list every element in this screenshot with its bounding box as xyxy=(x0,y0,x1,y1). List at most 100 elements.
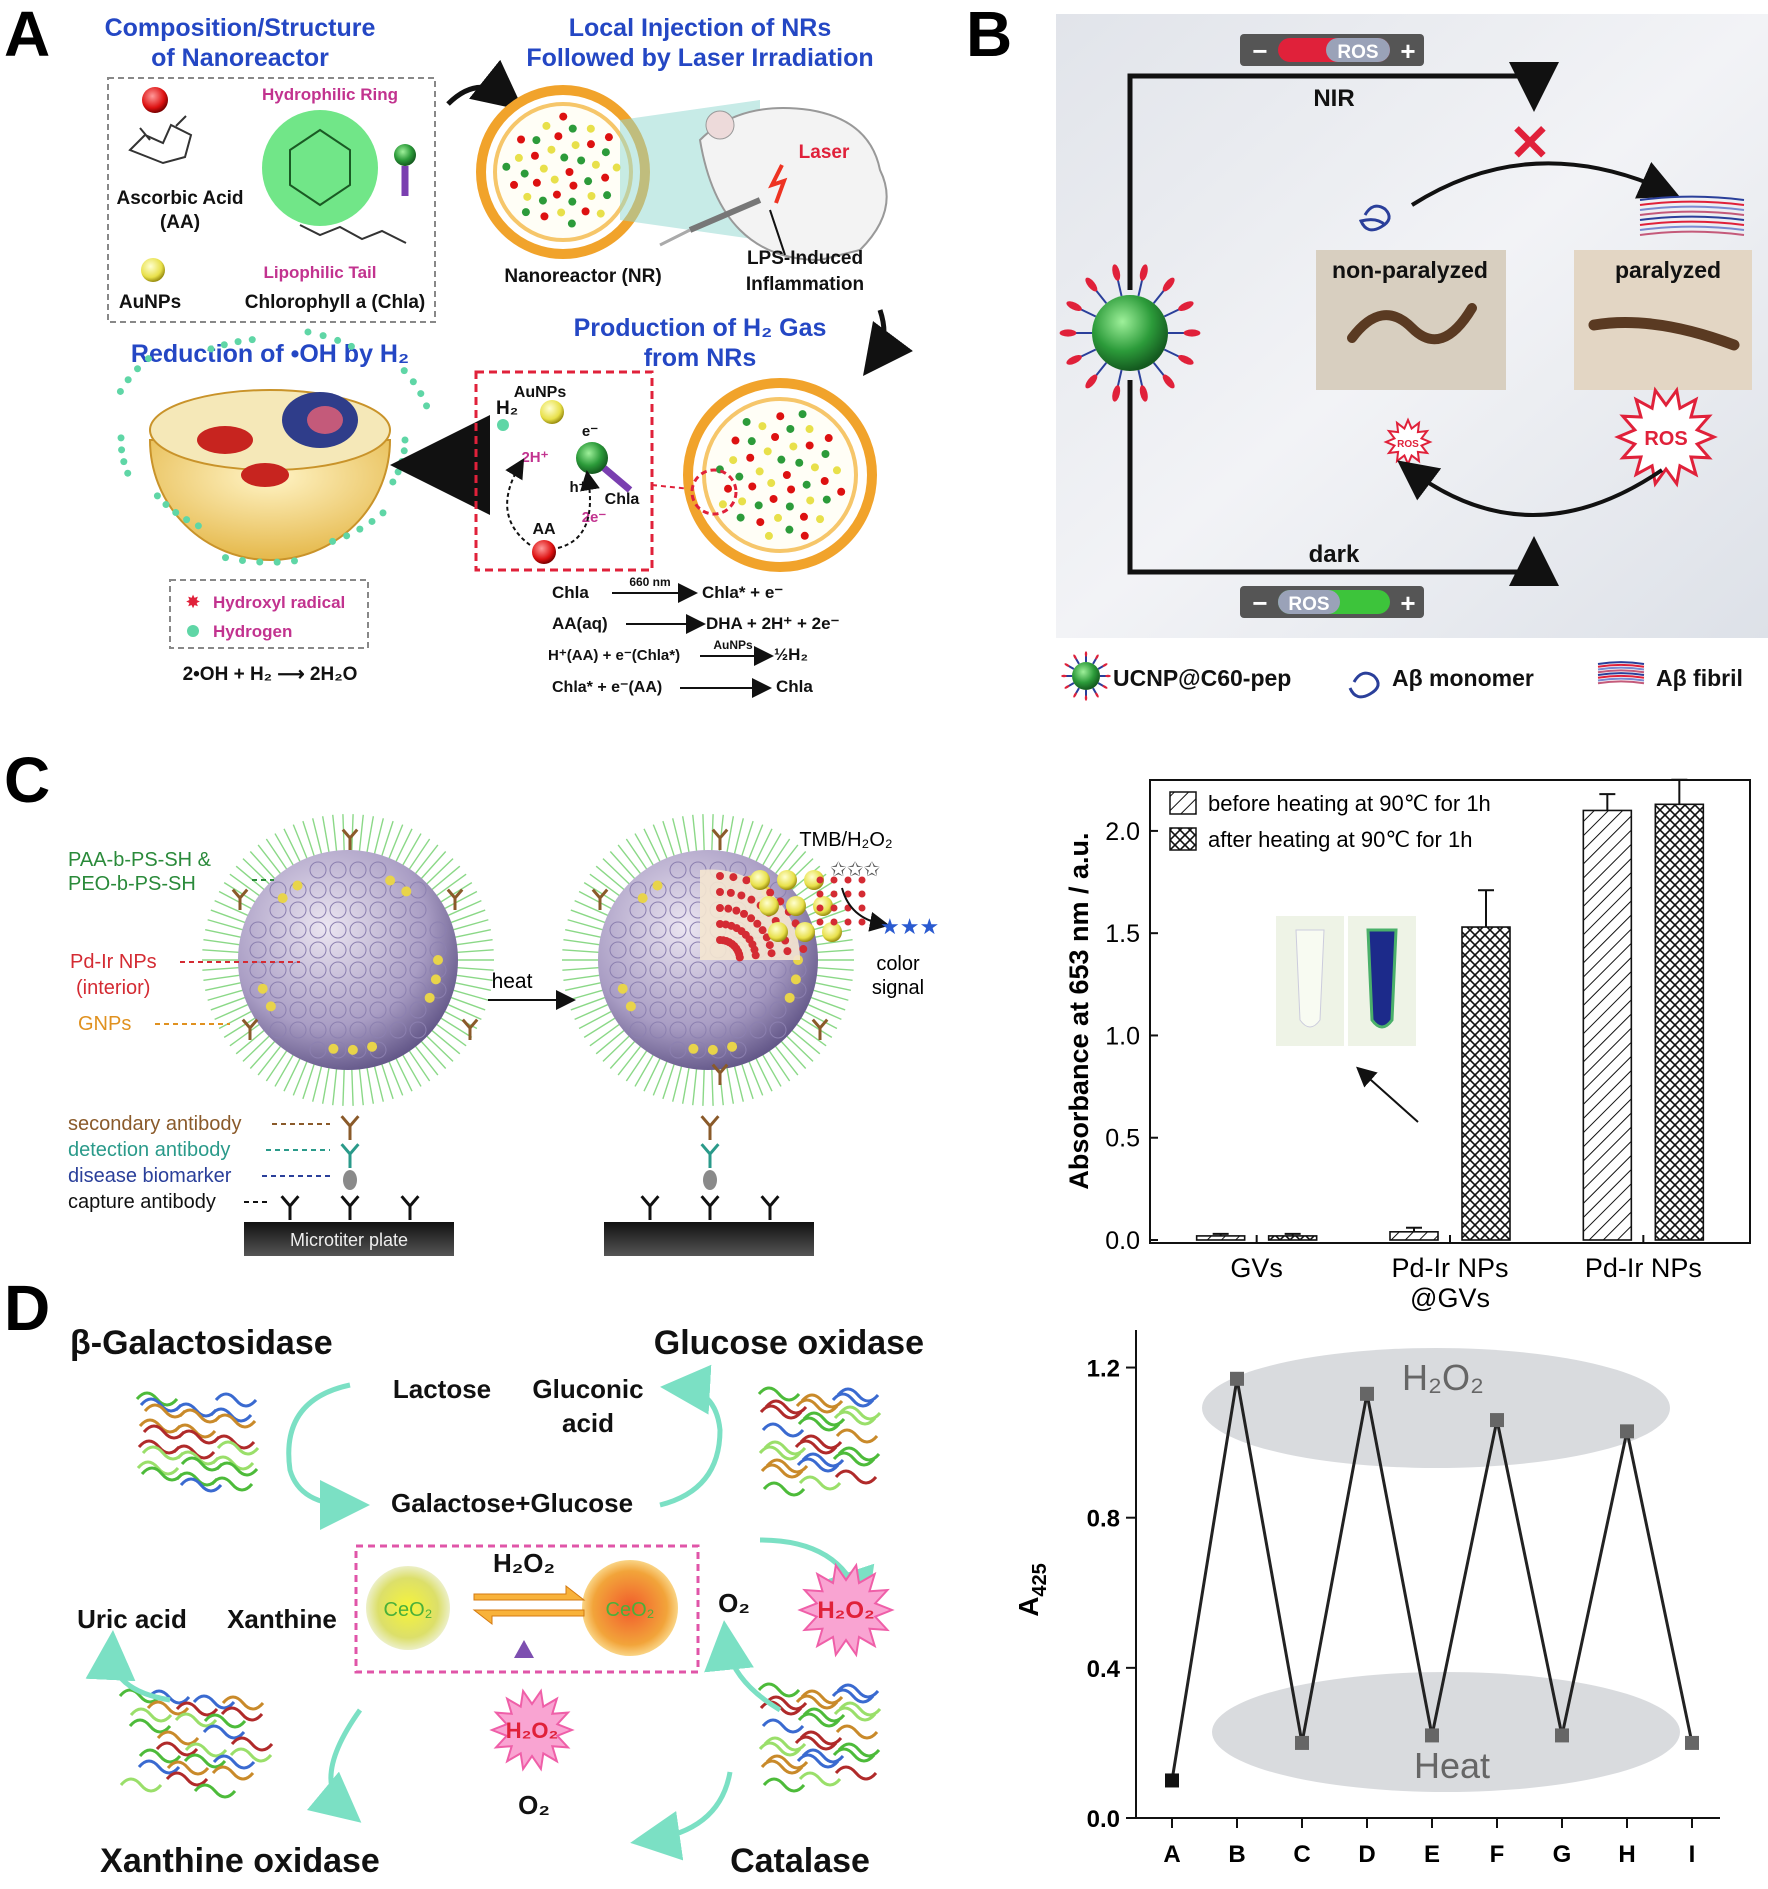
antibody-icon xyxy=(811,1018,829,1040)
paralyzed-label: paralyzed xyxy=(1615,257,1721,283)
hydrogen-dot xyxy=(409,378,417,386)
particle-dot xyxy=(782,471,791,479)
vesicle-bead xyxy=(649,941,667,959)
protein-strand xyxy=(166,1760,210,1776)
polymer-chain xyxy=(430,865,461,892)
hydroxyl-radical-icon: ✸ xyxy=(185,592,200,612)
polymer-chain xyxy=(443,890,478,910)
ucnp-peptide xyxy=(1102,685,1108,689)
polymer-chain xyxy=(210,909,247,924)
protein-strand xyxy=(176,1450,220,1466)
protein-strand xyxy=(178,1408,222,1424)
antibody-icon xyxy=(700,1143,720,1168)
inset-aa-icon xyxy=(532,540,556,564)
biomarker-icon xyxy=(343,1170,357,1190)
particle-dot xyxy=(540,212,549,221)
cycle-arrow-gox-top xyxy=(659,1364,723,1508)
pdir-dot xyxy=(735,953,744,962)
gnp-bead xyxy=(347,1044,358,1055)
vesicle-bead xyxy=(389,901,407,919)
inset-chla-label: Chla xyxy=(605,491,640,508)
protein-strand xyxy=(192,1694,236,1710)
protein-strand xyxy=(137,1439,181,1455)
protein-strand xyxy=(836,1683,880,1699)
particle-dot xyxy=(577,156,586,165)
particle-dot xyxy=(586,140,595,149)
vesicle-bead xyxy=(329,881,347,899)
vesicle-bead xyxy=(349,861,367,879)
vesicle-bead xyxy=(329,921,347,939)
gnp-released xyxy=(768,922,788,942)
polymer-chain xyxy=(754,828,773,864)
polymer-chain xyxy=(451,989,489,1001)
panel-b: B − ROS + NIR ✕ non-paralyzed paralyzed … xyxy=(966,0,1768,701)
particle-dot xyxy=(789,442,798,451)
polymer-chain xyxy=(652,824,669,861)
inset-aa-label: AA xyxy=(532,521,556,538)
beta-galactosidase-protein-icon xyxy=(135,1391,260,1493)
ros-burst-small-label: ROS xyxy=(1397,439,1419,450)
hydrogen-dot xyxy=(319,332,327,340)
protein-strand xyxy=(147,1689,191,1705)
composition-box xyxy=(107,77,436,323)
syringe-needle-icon xyxy=(659,228,691,247)
hydrogen-dot xyxy=(343,532,351,540)
vesicle-bead xyxy=(709,961,727,979)
polymer-chain xyxy=(726,816,735,854)
nanoreactor-label: Nanoreactor (NR) xyxy=(504,266,661,287)
non-paralyzed-label: non-paralyzed xyxy=(1332,257,1488,283)
nanoreactor-inner-top xyxy=(493,102,633,242)
polymer-chain xyxy=(210,996,247,1011)
pdir-dot xyxy=(724,904,733,913)
eq3-right: ½H₂ xyxy=(774,645,808,664)
protein-strand xyxy=(129,1707,173,1723)
fibril-strand xyxy=(1597,669,1645,674)
fibril-strand xyxy=(1597,663,1645,668)
vesicle-bead xyxy=(289,1021,307,1039)
laser-label: Laser xyxy=(799,142,850,163)
polymer-chain xyxy=(711,814,714,853)
vesicle-bead xyxy=(349,921,367,939)
ucnp-peptide xyxy=(1178,301,1194,311)
polymer-chain xyxy=(625,838,649,871)
hydrogen-dot xyxy=(118,446,126,454)
particle-dot xyxy=(832,466,841,475)
equations: Chla 660 nm Chla* + e⁻ AA(aq) DHA + 2H⁺ … xyxy=(548,575,840,698)
vesicle-bead xyxy=(749,1021,767,1039)
pdir-released xyxy=(858,918,866,926)
vesicle-bead xyxy=(769,981,787,999)
particle-dot xyxy=(787,485,796,494)
pdir-released xyxy=(830,918,838,926)
particle-dot xyxy=(538,196,547,205)
polymer-chain xyxy=(617,1044,643,1076)
polymer-chain xyxy=(439,882,473,904)
hydrogen-dot xyxy=(116,387,124,395)
gnp-released xyxy=(777,870,797,890)
polymer-chain xyxy=(351,1067,354,1106)
particle-dot xyxy=(532,178,541,187)
inset-aunps-label: AuNPs xyxy=(514,384,567,401)
vesicle-bead xyxy=(329,901,347,919)
antibody-icon xyxy=(711,1063,729,1085)
mitochondria-icon-2 xyxy=(241,463,289,487)
ucnp-particle-icon xyxy=(1059,264,1201,402)
pdir-dot xyxy=(740,909,749,918)
panel-letter-a: A xyxy=(4,0,50,70)
fibril-strand xyxy=(1597,680,1645,685)
ucnp-peptide xyxy=(1162,374,1175,389)
polymer-chain xyxy=(312,818,323,856)
particle-dot xyxy=(821,449,830,458)
label-pdir-2: (interior) xyxy=(76,977,150,999)
laser-bolt-icon xyxy=(768,164,788,204)
gnp-bead xyxy=(401,886,412,897)
data-point xyxy=(1230,1371,1244,1386)
vesicle-bead xyxy=(409,921,427,939)
gnp-bead xyxy=(424,992,435,1003)
vesicle-bead xyxy=(269,1021,287,1039)
vesicle-bead xyxy=(329,981,347,999)
label-pdir-1: Pd-Ir NPs xyxy=(70,951,157,973)
vesicle-bead xyxy=(669,1001,687,1019)
vesicle-bead xyxy=(249,941,267,959)
